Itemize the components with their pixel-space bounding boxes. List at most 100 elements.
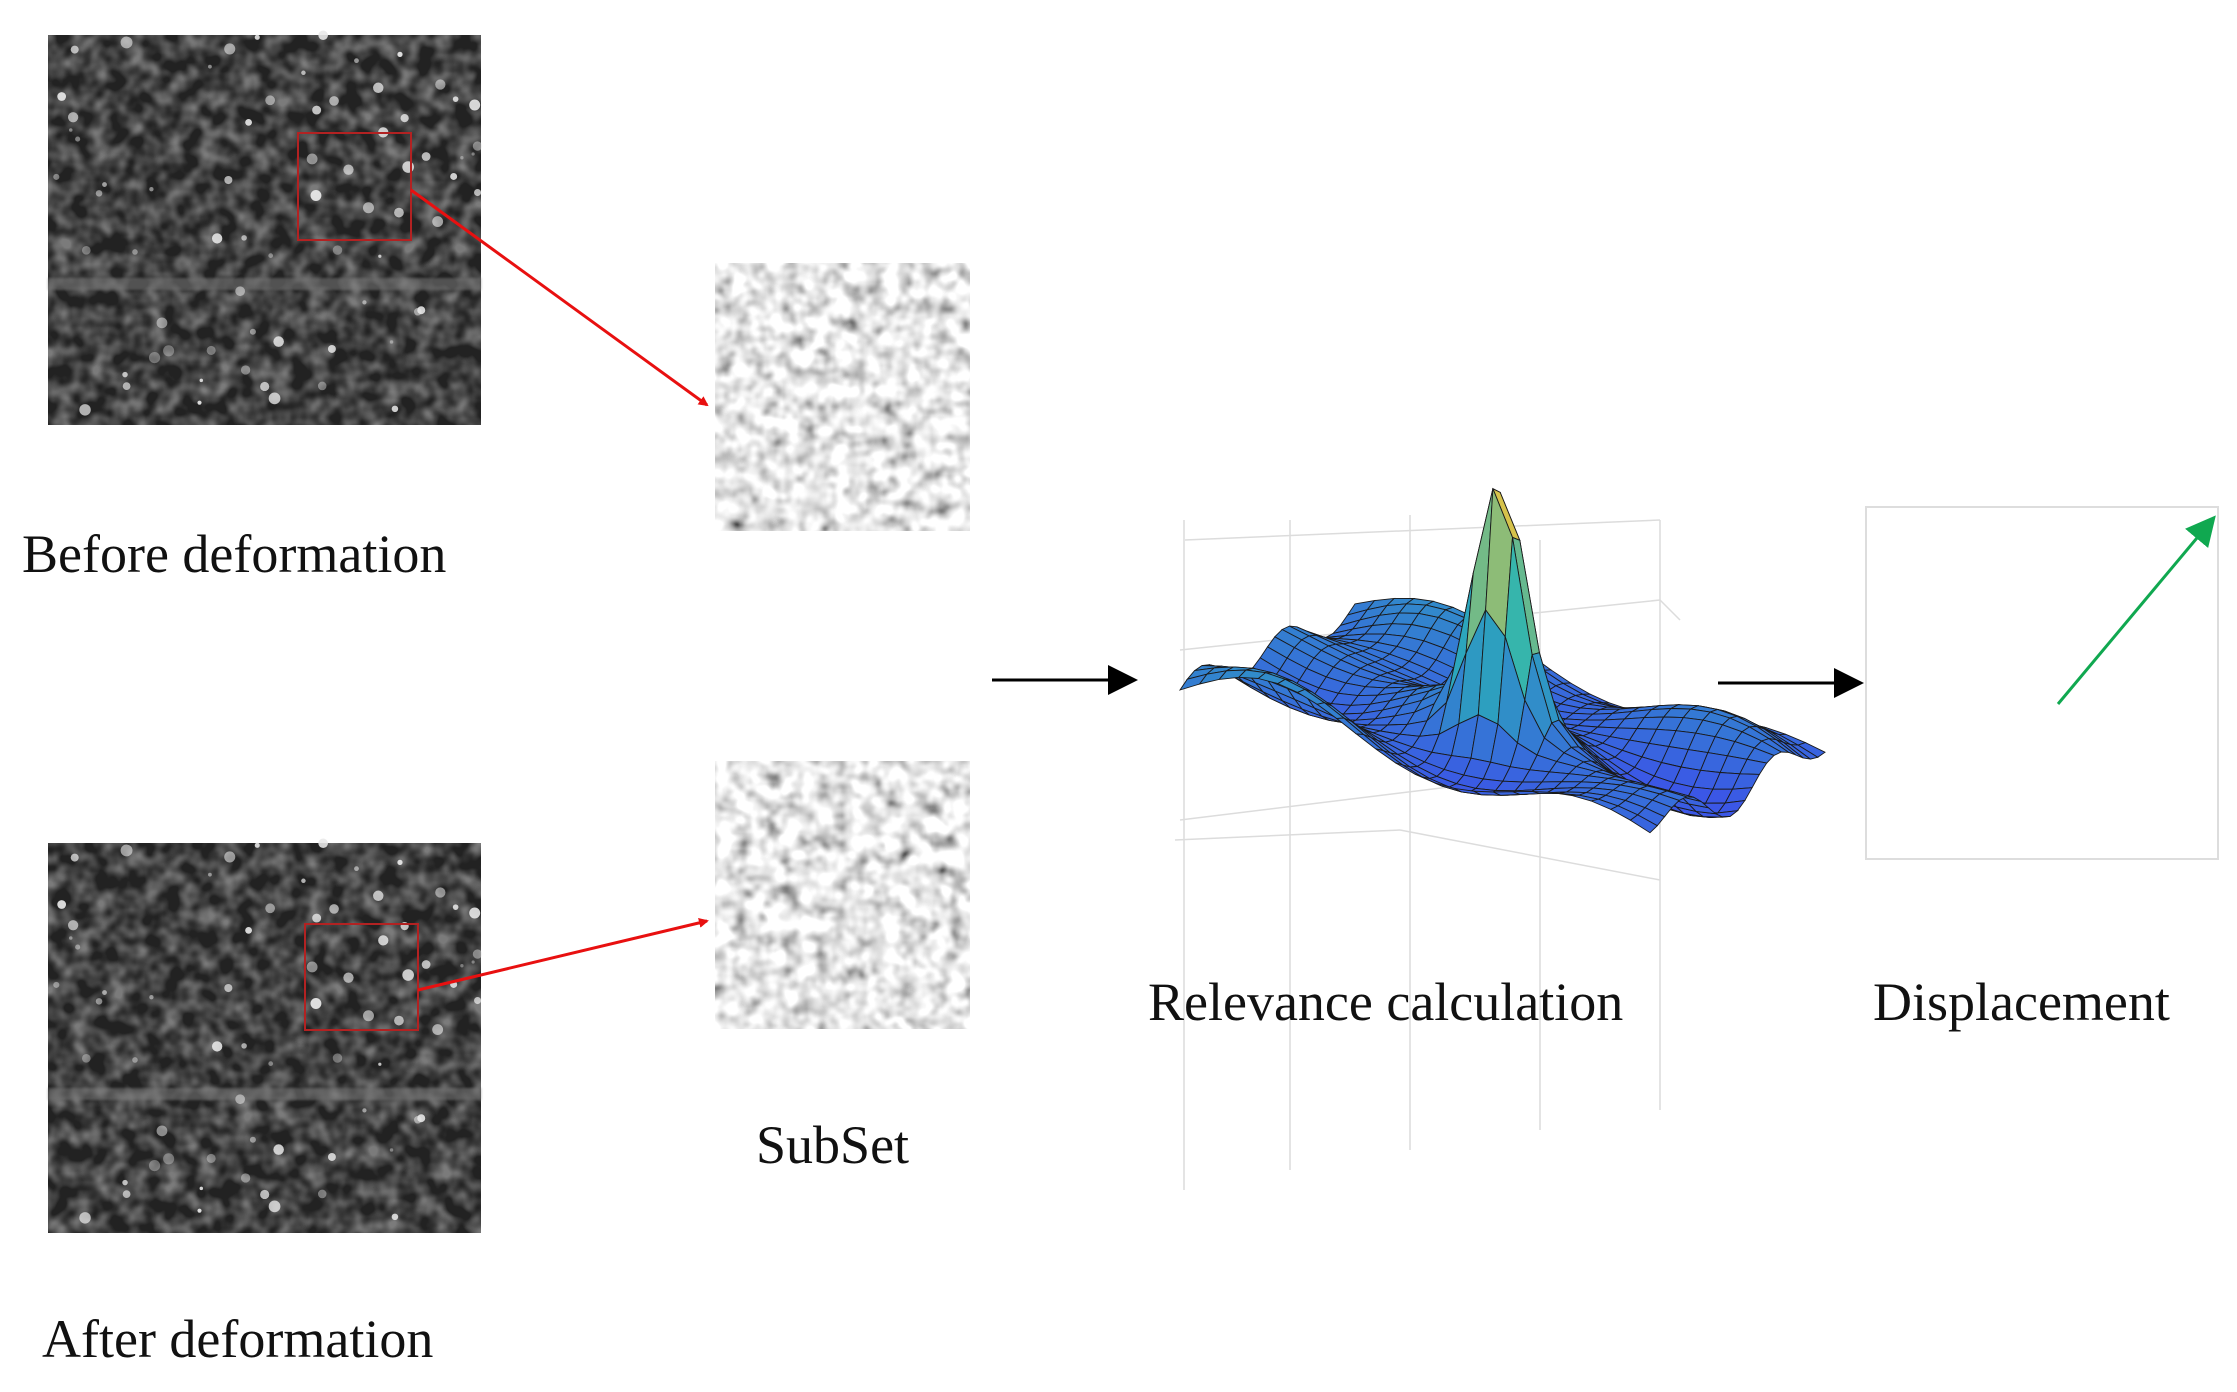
speckle-dot [306, 961, 318, 973]
speckle-dot [199, 378, 204, 383]
speckle-dot [452, 96, 459, 102]
speckle-dot [241, 1043, 247, 1049]
speckle-dot [81, 1054, 91, 1063]
speckle-dot [199, 1186, 204, 1191]
speckle-dot [268, 1061, 274, 1066]
speckle-dot [421, 960, 431, 969]
subset-box-after [304, 923, 419, 1031]
speckle-dot [362, 1108, 367, 1113]
speckle-dot [163, 345, 175, 357]
speckle-dot [327, 345, 336, 353]
speckle-dot [397, 51, 403, 57]
surface-facet [1629, 814, 1659, 834]
after-deformation-label: After deformation [42, 1309, 434, 1369]
speckle-dot [432, 216, 444, 228]
subset-before [715, 263, 970, 531]
speckle-dot [268, 392, 281, 405]
speckle-dot [354, 58, 359, 64]
before-deformation-label: Before deformation [22, 524, 447, 584]
speckle-dot [224, 983, 233, 993]
speckle-dot [70, 853, 79, 862]
speckle-dot [318, 30, 328, 41]
speckle-dot [120, 844, 133, 857]
speckle-dot [306, 153, 318, 165]
speckle-dot [163, 1153, 175, 1165]
speckle-dot [211, 233, 223, 244]
speckle-dot [268, 253, 274, 258]
speckle-dot [81, 246, 91, 255]
speckle-dot [414, 1115, 422, 1124]
speckle-dot [394, 1015, 404, 1026]
speckle-dots [53, 30, 483, 416]
speckle-dot [95, 190, 103, 197]
speckle-dot [435, 79, 446, 90]
surface-grid-line [1174, 829, 1401, 841]
subset-label: SubSet [756, 1115, 910, 1175]
speckle-dot [149, 187, 154, 192]
speckle-dot [224, 43, 236, 55]
speckle-dot [268, 1200, 281, 1213]
speckle-dot [57, 92, 67, 101]
speckle-dot [391, 405, 399, 413]
speckle-dot [273, 336, 284, 347]
surface-grid-line [1659, 599, 1681, 621]
displacement-vector [2056, 515, 2216, 705]
speckle-dot [378, 254, 382, 258]
displacement-box [1865, 506, 2219, 860]
speckle-dot [249, 328, 256, 335]
speckle-dot [53, 173, 60, 180]
speckle-dot [402, 969, 414, 981]
speckle-dot [373, 82, 384, 93]
speckle-dot [132, 249, 138, 255]
speckle-dot [317, 1189, 327, 1199]
speckle-dot [197, 1208, 202, 1213]
speckle-dot [471, 960, 475, 964]
speckle-dot [472, 141, 483, 151]
speckle-dot [310, 998, 322, 1009]
speckle-dot [245, 926, 252, 934]
speckle-dot [432, 1024, 444, 1036]
surface-mesh [1178, 487, 1826, 834]
speckle-dot [53, 981, 60, 988]
speckle-dot [273, 1144, 284, 1155]
speckle-dot [260, 381, 270, 392]
speckle-dot [318, 838, 328, 849]
speckle-dot [249, 1136, 256, 1143]
speckle-dot [394, 207, 404, 218]
speckle-dot [149, 995, 154, 1000]
relevance-calculation-label: Relevance calculation [1148, 972, 1624, 1032]
speckle-dot [206, 345, 216, 355]
speckle-dot [254, 34, 260, 40]
speckle-dot [122, 1190, 131, 1198]
speckle-dot [75, 944, 81, 950]
speckle-dot [329, 96, 339, 106]
speckle-dot [435, 887, 446, 898]
speckle-dot [102, 182, 107, 187]
speckle-dot [362, 300, 367, 305]
before-deformation-image [48, 30, 483, 425]
speckle-dot [312, 105, 322, 115]
speckle-dot [79, 1212, 91, 1224]
speckle-dot [373, 890, 384, 901]
speckle-dot [67, 920, 79, 931]
speckle-dot [265, 903, 276, 914]
speckle-dot [208, 64, 212, 69]
speckle-dot [95, 998, 103, 1005]
speckle-dot [472, 949, 483, 959]
speckle-dot [460, 964, 464, 968]
speckle-dot [450, 172, 458, 180]
speckle-dot [343, 164, 354, 175]
subset-after [715, 761, 970, 1029]
speckle-dot [391, 1213, 399, 1221]
speckle-dot [265, 95, 276, 106]
speckle-dot [317, 381, 327, 391]
speckle-dot [400, 114, 409, 123]
speckle-dot [68, 128, 73, 132]
speckle-dot [235, 286, 246, 297]
speckle-dot [414, 307, 422, 316]
speckle-dot [57, 900, 67, 909]
speckle-dot [241, 235, 247, 241]
speckle-dot [310, 190, 322, 201]
correlation-surface [1174, 487, 1826, 1190]
